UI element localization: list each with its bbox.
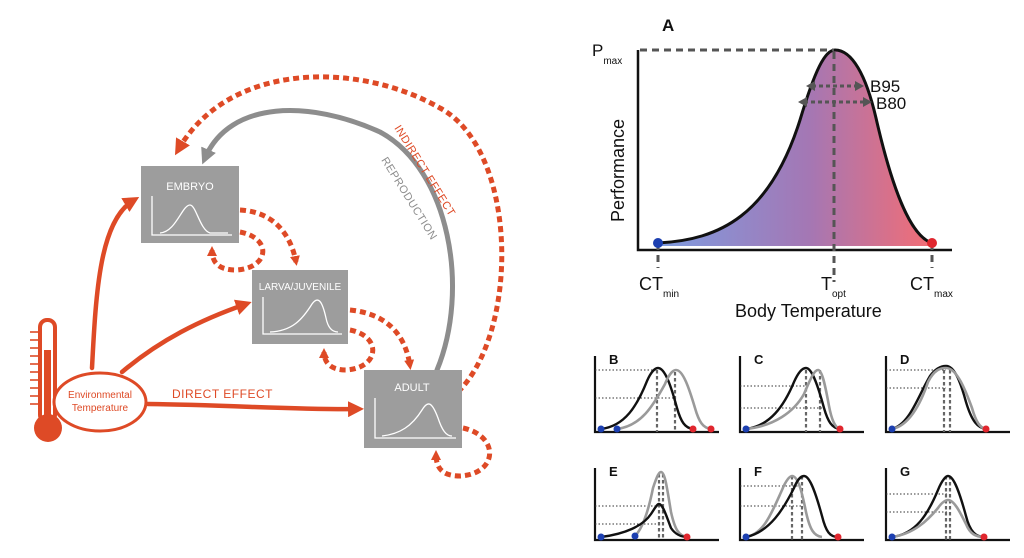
panel-d: D: [884, 352, 1010, 434]
panel-d-letter: D: [900, 352, 909, 367]
panel-b: B: [593, 352, 719, 434]
b80-label: B80: [876, 94, 906, 113]
life-cycle-diagram: EMBRYO LARVA/JUVENILE ADULT: [30, 74, 505, 479]
thermometer-icon: [30, 318, 62, 442]
body-temperature-axis-label: Body Temperature: [735, 301, 882, 321]
performance-curve: [657, 48, 933, 245]
adult-self-loop: [431, 425, 493, 479]
direct-effect-to-adult: [145, 401, 364, 418]
larva-label: LARVA/JUVENILE: [259, 282, 342, 293]
panel-e: E: [593, 464, 719, 542]
larva-mini-curve: [269, 299, 339, 333]
direct-effect-to-embryo: [89, 196, 140, 371]
environmental-temperature-node: Environmental Temperature: [52, 371, 148, 433]
ctmax-label: CTmax: [910, 274, 953, 300]
panel-a-letter: A: [662, 16, 674, 35]
panel-g-letter: G: [900, 464, 910, 479]
indirect-effect-label: INDIRECT EFFECT: [391, 123, 457, 218]
environmental-label-line2: Temperature: [72, 403, 129, 414]
adult-label: ADULT: [394, 382, 430, 394]
ctmin-label: CTmin: [639, 274, 679, 300]
larva-to-adult-arrow: [349, 307, 415, 370]
embryo-self-loop: [207, 229, 266, 273]
panel-f-letter: F: [754, 464, 762, 479]
larva-stage-box: LARVA/JUVENILE: [252, 270, 348, 344]
adult-mini-axes: [374, 398, 456, 439]
indirect-effect-arrow: [174, 74, 505, 394]
topt-label: Topt: [821, 274, 846, 300]
reproduction-arrow: [201, 108, 455, 373]
panel-e-letter: E: [609, 464, 618, 479]
embryo-to-larva-arrow: [239, 207, 300, 266]
panel-b-letter: B: [609, 352, 618, 367]
ctmin-dot: [653, 238, 663, 248]
performance-axis-label: Performance: [608, 119, 628, 222]
environmental-label-line1: Environmental: [68, 390, 132, 401]
panel-a: A Pmax B95 B80 Performance CTmin Topt CT…: [592, 16, 953, 321]
direct-effect-to-larva: [119, 299, 252, 375]
ctmax-dot: [927, 238, 937, 248]
larva-self-loop: [319, 327, 376, 373]
panel-c-letter: C: [754, 352, 764, 367]
panel-f: F: [738, 464, 864, 542]
b95-label: B95: [870, 77, 900, 96]
panel-a-axes: [636, 50, 952, 252]
panel-c: C: [738, 352, 864, 434]
embryo-label: EMBRYO: [166, 181, 214, 193]
embryo-mini-axes: [151, 196, 232, 236]
embryo-mini-curve: [159, 204, 228, 234]
pmax-label: Pmax: [592, 41, 622, 67]
adult-mini-curve: [381, 403, 453, 437]
embryo-stage-box: EMBRYO: [141, 166, 239, 243]
direct-effect-label: DIRECT EFFECT: [172, 387, 273, 401]
adult-stage-box: ADULT: [364, 370, 462, 448]
larva-mini-axes: [262, 297, 342, 335]
panel-g: G: [884, 464, 1010, 542]
